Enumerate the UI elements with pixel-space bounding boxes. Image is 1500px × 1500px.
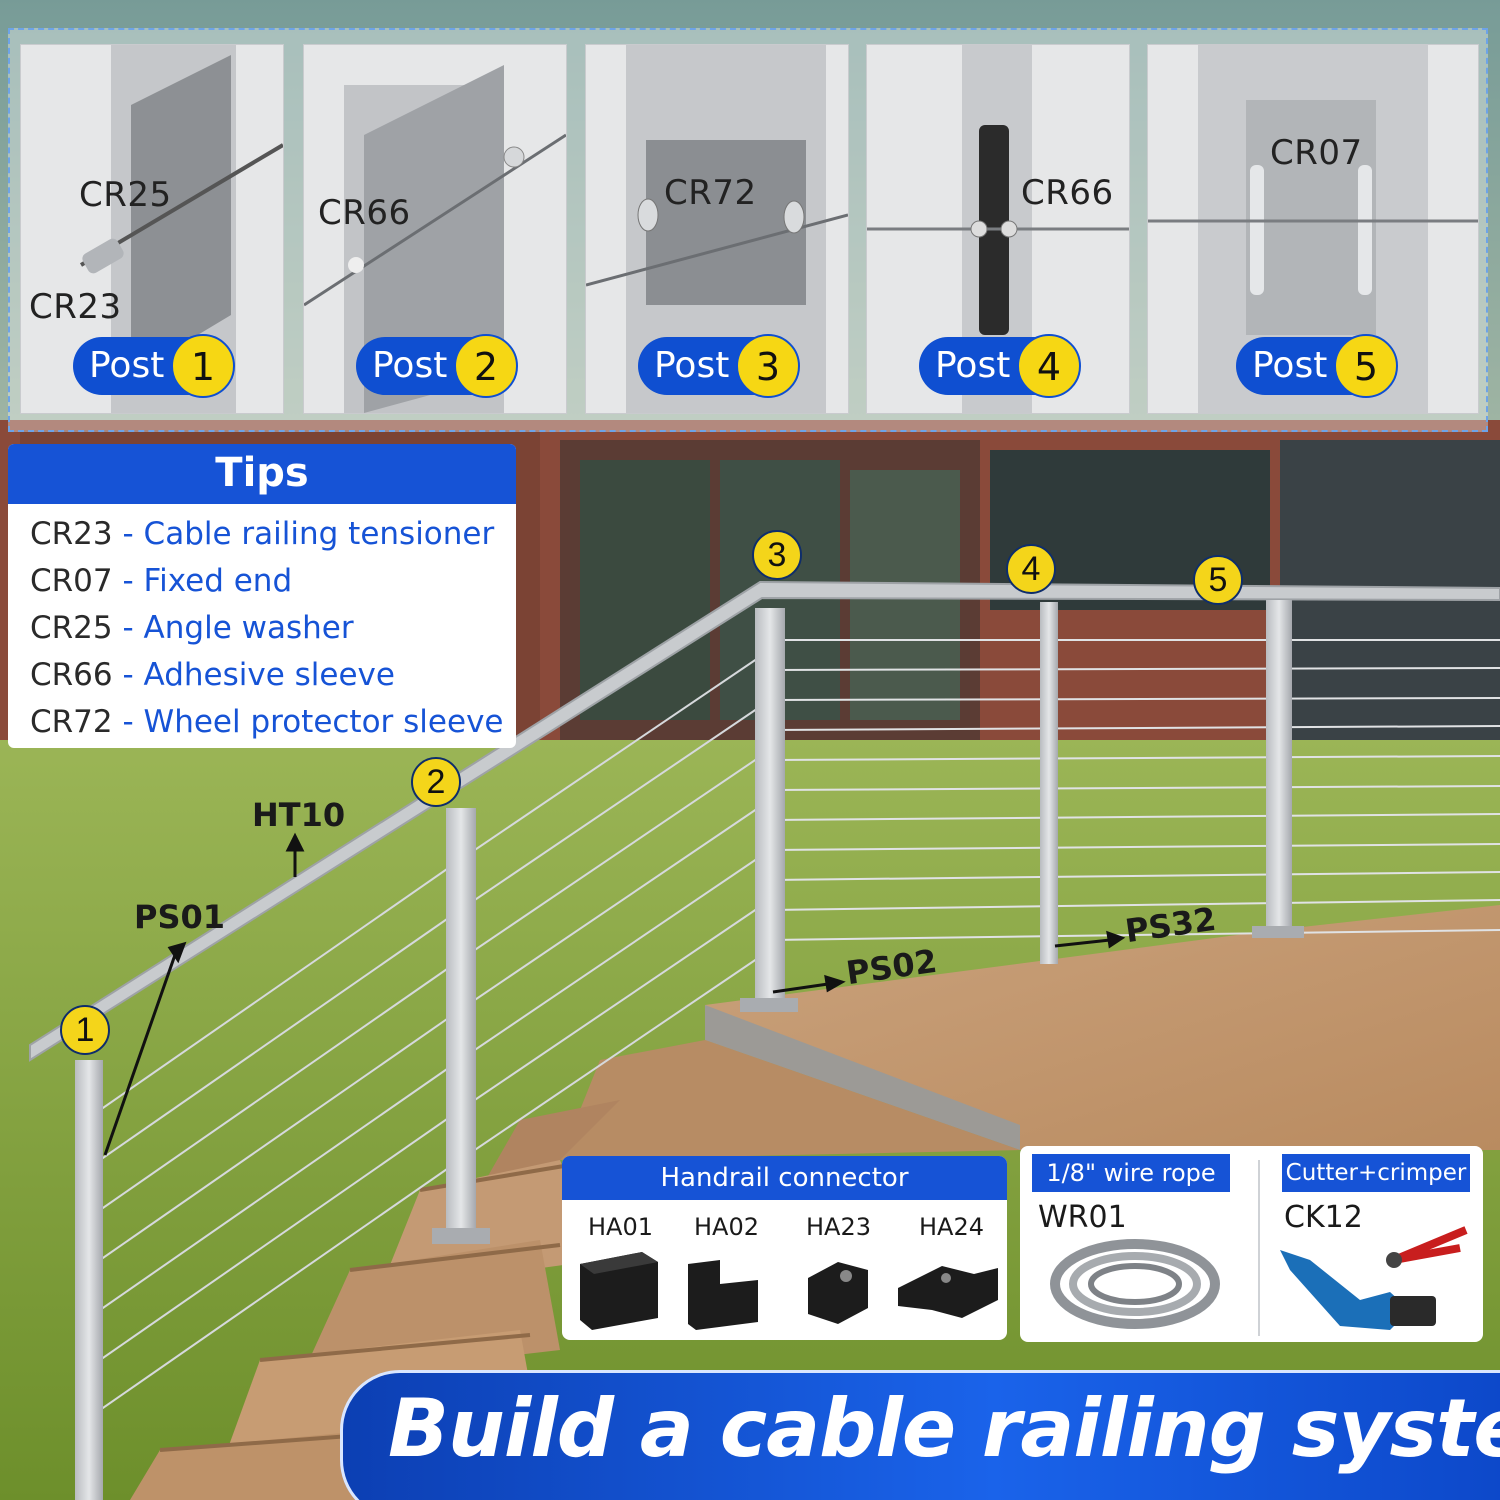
cutter-code: CK12 xyxy=(1284,1200,1363,1235)
post-label: Post xyxy=(935,345,1011,386)
post-label: Post xyxy=(1252,345,1328,386)
tip-separator: - xyxy=(112,704,144,740)
part-code-cr23: CR23 xyxy=(29,287,122,327)
post-badge-5: Post 5 xyxy=(1236,334,1398,398)
tip-separator: - xyxy=(112,657,144,693)
post-number-3: 3 xyxy=(736,334,800,398)
stair-cables xyxy=(99,649,771,1411)
wire-rope-code: WR01 xyxy=(1038,1200,1127,1235)
tips-panel: Tips CR23 - Cable railing tensioner CR07… xyxy=(8,444,516,748)
tip-separator: - xyxy=(112,516,144,552)
post-panel-4: CR66 Post 4 xyxy=(866,44,1130,414)
part-code-cr25: CR25 xyxy=(79,175,172,215)
handrail-ht10 xyxy=(29,580,1500,1062)
title-banner xyxy=(340,1370,1500,1500)
post-1 xyxy=(75,1060,103,1500)
post-label: Post xyxy=(89,345,165,386)
post-2 xyxy=(446,808,476,1228)
tip-description: Adhesive sleeve xyxy=(143,657,395,693)
connector-code-ha02: HA02 xyxy=(694,1213,760,1241)
post-panel-2: CR66 Post 2 xyxy=(303,44,567,414)
post-badge-3: Post 3 xyxy=(638,334,800,398)
post-number-5: 5 xyxy=(1334,334,1398,398)
connector-code-ha23: HA23 xyxy=(806,1213,872,1241)
post-panel-3: CR72 Post 3 xyxy=(585,44,849,414)
connector-code-ha24: HA24 xyxy=(919,1213,985,1241)
tip-code: CR07 xyxy=(30,563,113,599)
tip-code: CR72 xyxy=(30,704,113,740)
card-divider xyxy=(1258,1160,1260,1336)
post-badge-1: Post 1 xyxy=(73,334,235,398)
scene-marker-1: 1 xyxy=(60,1005,110,1055)
post-badge-2: Post 2 xyxy=(356,334,518,398)
tip-code: CR25 xyxy=(30,610,113,646)
post-4 xyxy=(1040,602,1058,964)
wire-rope-title: 1/8" wire rope xyxy=(1032,1154,1230,1192)
handrail-connector-title: Handrail connector xyxy=(562,1156,1007,1200)
label-ht10: HT10 xyxy=(252,796,346,834)
pointer-arrows xyxy=(103,832,1126,1156)
post-panel-5: CR07 Post 5 xyxy=(1147,44,1479,414)
post-label: Post xyxy=(372,345,448,386)
post-number-2: 2 xyxy=(454,334,518,398)
post-number-1: 1 xyxy=(171,334,235,398)
scene-marker-2: 2 xyxy=(411,757,461,807)
tip-row: CR23 - Cable railing tensioner xyxy=(30,516,494,552)
tip-description: Angle washer xyxy=(143,610,354,646)
post-panel-1: CR25 CR23 Post 1 xyxy=(20,44,284,414)
tip-separator: - xyxy=(112,563,144,599)
handrail-connector-card: Handrail connector HA01 HA02 HA23 HA24 xyxy=(562,1156,1007,1340)
tip-row: CR25 - Angle washer xyxy=(30,610,354,646)
part-code-cr07: CR07 xyxy=(1270,133,1363,173)
label-ps01: PS01 xyxy=(134,898,226,936)
connector-code-ha01: HA01 xyxy=(588,1213,654,1241)
wire-rope-coil-icon xyxy=(1050,1239,1220,1329)
deck-cables xyxy=(769,639,1500,941)
cutter-title: Cutter+crimper xyxy=(1282,1154,1470,1192)
post-number-4: 4 xyxy=(1017,334,1081,398)
post-5 xyxy=(1266,600,1292,930)
tip-code: CR23 xyxy=(30,516,113,552)
tip-code: CR66 xyxy=(30,657,113,693)
tip-separator: - xyxy=(112,610,144,646)
cutter-crimper-icon xyxy=(1280,1226,1468,1330)
part-code-cr66: CR66 xyxy=(1021,173,1114,213)
part-code-cr72: CR72 xyxy=(664,173,757,213)
tip-description: Fixed end xyxy=(143,563,293,599)
connector-parts-illustration xyxy=(580,1252,998,1330)
part-code-cr66: CR66 xyxy=(318,193,411,233)
banner-title: Build a cable railing system xyxy=(388,1382,1500,1475)
tip-description: Wheel protector sleeve xyxy=(143,704,504,740)
tips-title: Tips xyxy=(8,444,516,504)
tip-row: CR72 - Wheel protector sleeve xyxy=(30,704,503,740)
scene-marker-5: 5 xyxy=(1193,555,1243,605)
scene-marker-4: 4 xyxy=(1006,544,1056,594)
tip-row: CR07 - Fixed end xyxy=(30,563,292,599)
post-label: Post xyxy=(654,345,730,386)
tools-card: 1/8" wire rope WR01 Cutter+crimper CK12 xyxy=(1020,1146,1483,1342)
post-badge-4: Post 4 xyxy=(919,334,1081,398)
tip-row: CR66 - Adhesive sleeve xyxy=(30,657,395,693)
post-3 xyxy=(755,608,785,1003)
scene-marker-3: 3 xyxy=(752,530,802,580)
tip-description: Cable railing tensioner xyxy=(143,516,495,552)
